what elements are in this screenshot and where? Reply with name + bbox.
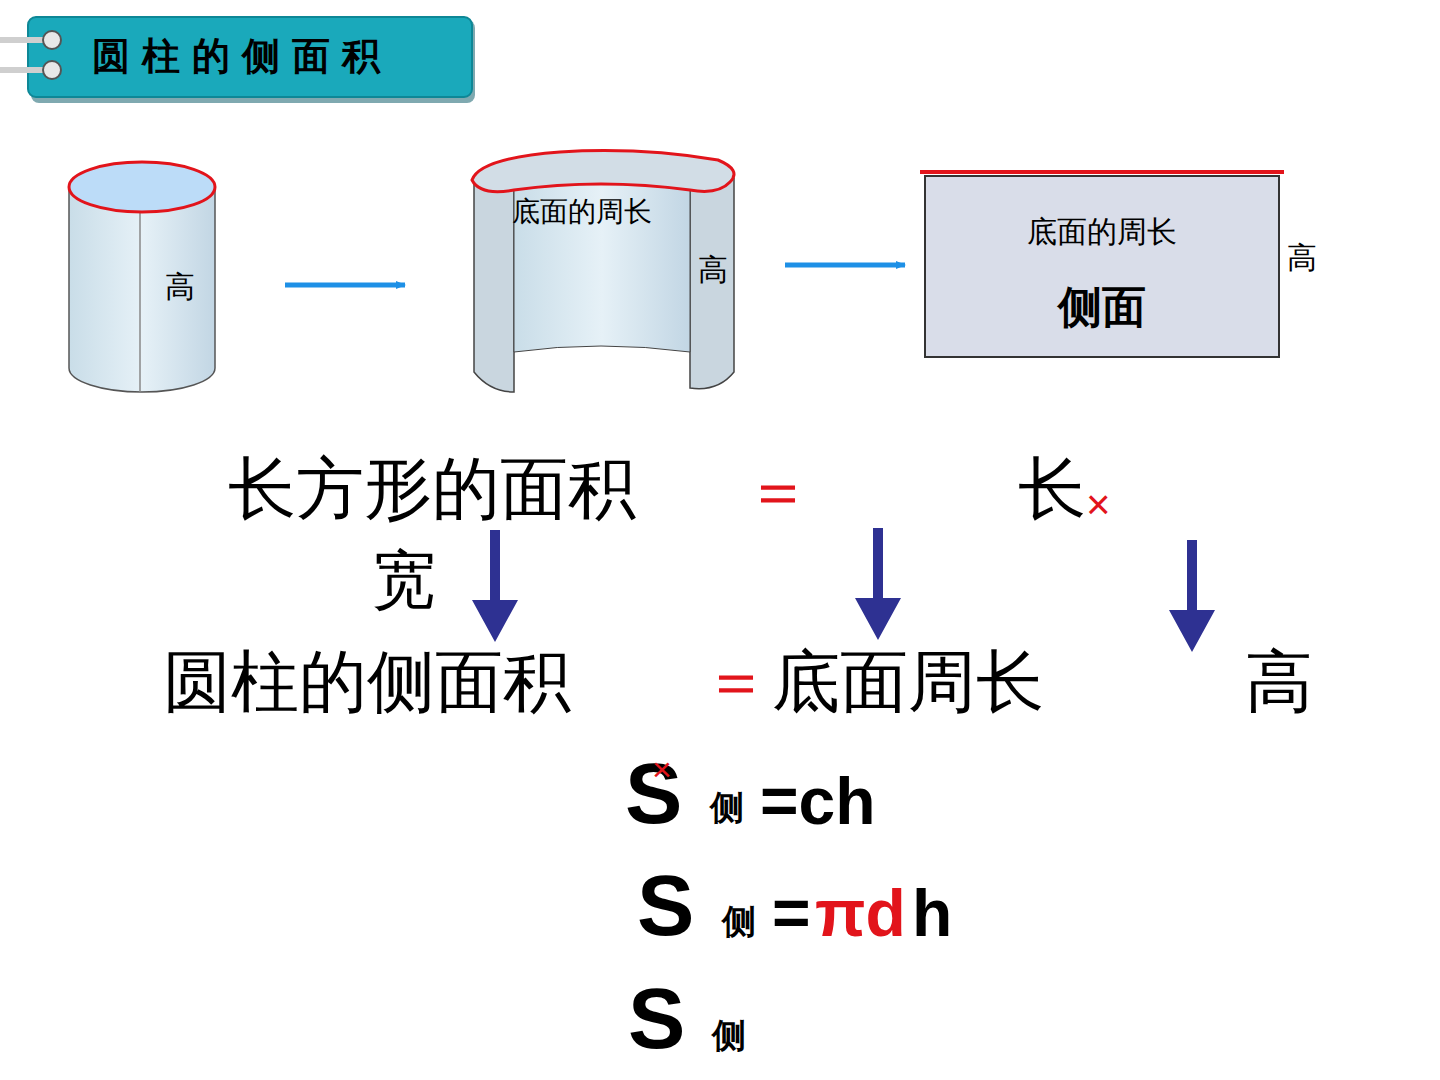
flow-arrow [785, 263, 905, 268]
formula-term: 宽 [372, 548, 436, 612]
perimeter-label: 底面的周长 [512, 198, 652, 226]
face-name: 侧面 [926, 285, 1278, 329]
subscript: 侧 [722, 904, 756, 938]
down-arrows [472, 528, 1215, 652]
opened-cylinder [472, 151, 734, 392]
times-sign: × [1086, 484, 1111, 526]
perimeter-line [920, 170, 1284, 174]
height-label: 高 [1287, 243, 1317, 273]
equals-sign: ＝ [745, 458, 811, 524]
title-banner [0, 17, 475, 103]
formula-term: 高 [1245, 648, 1313, 716]
symbol-s: S [637, 862, 694, 948]
title-text: 圆柱的侧面积 [92, 37, 392, 75]
subscript: 侧 [710, 790, 744, 824]
formula-rhs: =ch [760, 768, 876, 834]
cylinder [69, 162, 215, 392]
equals-sign: ＝ [703, 648, 769, 714]
flow-arrow [285, 283, 405, 288]
formula-rhs: πd [815, 880, 906, 946]
side-rectangle: 底面的周长侧面 [924, 175, 1280, 358]
formula-term: 长 [1018, 455, 1086, 523]
formula-term: 圆柱的侧面积 [163, 648, 571, 716]
formula-rhs: = [772, 880, 811, 946]
dimension-label: 底面的周长 [926, 217, 1278, 247]
times-sign: × [652, 752, 672, 786]
height-label: 高 [698, 255, 728, 285]
height-label: 高 [165, 272, 195, 302]
subscript: 侧 [712, 1018, 746, 1052]
symbol-s: S [628, 975, 685, 1061]
formula-rhs: h [912, 880, 952, 946]
formula-term: 底面周长 [772, 648, 1044, 716]
formula-term: 长方形的面积 [228, 455, 636, 523]
